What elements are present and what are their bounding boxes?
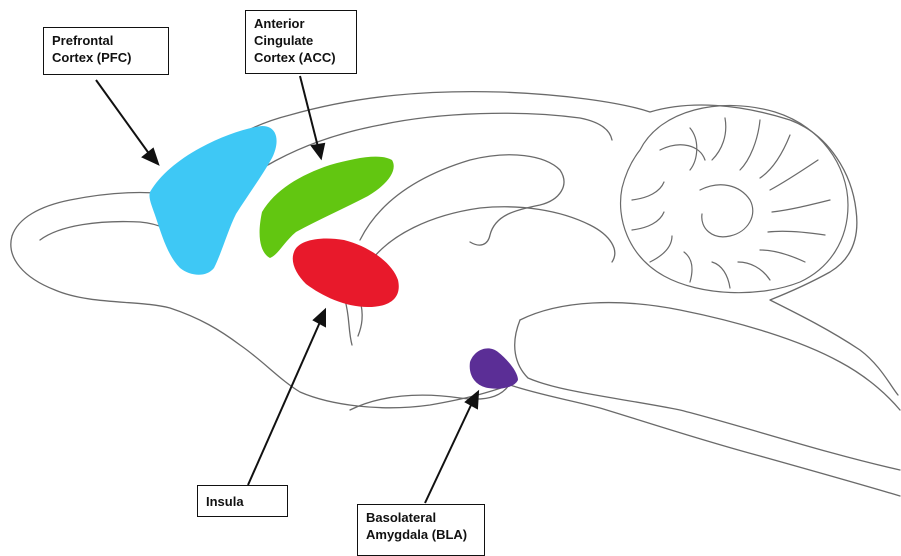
insula-label-box: Insula [197, 485, 288, 517]
pfc-label-box: Prefrontal Cortex (PFC) [43, 27, 169, 75]
brain-outline [11, 92, 900, 496]
pfc-arrow-line [96, 80, 150, 155]
acc-label-line1: Anterior [254, 15, 348, 32]
acc-label-box: Anterior Cingulate Cortex (ACC) [245, 10, 357, 74]
ventricle-line [345, 300, 362, 345]
brainstem-upper [520, 303, 900, 410]
bla-label-box: Basolateral Amygdala (BLA) [357, 504, 485, 556]
olfactory-inner [40, 222, 178, 240]
cerebellum-outline [621, 106, 848, 293]
bla-region [470, 348, 518, 388]
insula-arrowhead [314, 310, 325, 326]
bla-arrow-line [425, 403, 472, 503]
brainstem-lower [515, 320, 900, 470]
acc-arrowhead [312, 144, 324, 158]
hippocampus-line [370, 207, 615, 262]
pfc-label-line1: Prefrontal [52, 32, 160, 49]
cerebellum [621, 106, 848, 293]
bla-label-line1: Basolateral [366, 509, 476, 526]
cerebellum-folia [632, 118, 830, 288]
pfc-arrowhead [143, 149, 158, 164]
pfc-label-line2: Cortex (PFC) [52, 49, 160, 66]
acc-label-line3: Cortex (ACC) [254, 49, 348, 66]
pointer-arrows [96, 76, 478, 503]
insula-label-line1: Insula [206, 493, 279, 510]
bla-label-line2: Amygdala (BLA) [366, 526, 476, 543]
pfc-region [149, 126, 276, 275]
bla-arrowhead [466, 392, 478, 408]
acc-label-line2: Cingulate [254, 32, 348, 49]
ventral-outline [510, 385, 900, 496]
insula-arrow-line [248, 322, 320, 485]
